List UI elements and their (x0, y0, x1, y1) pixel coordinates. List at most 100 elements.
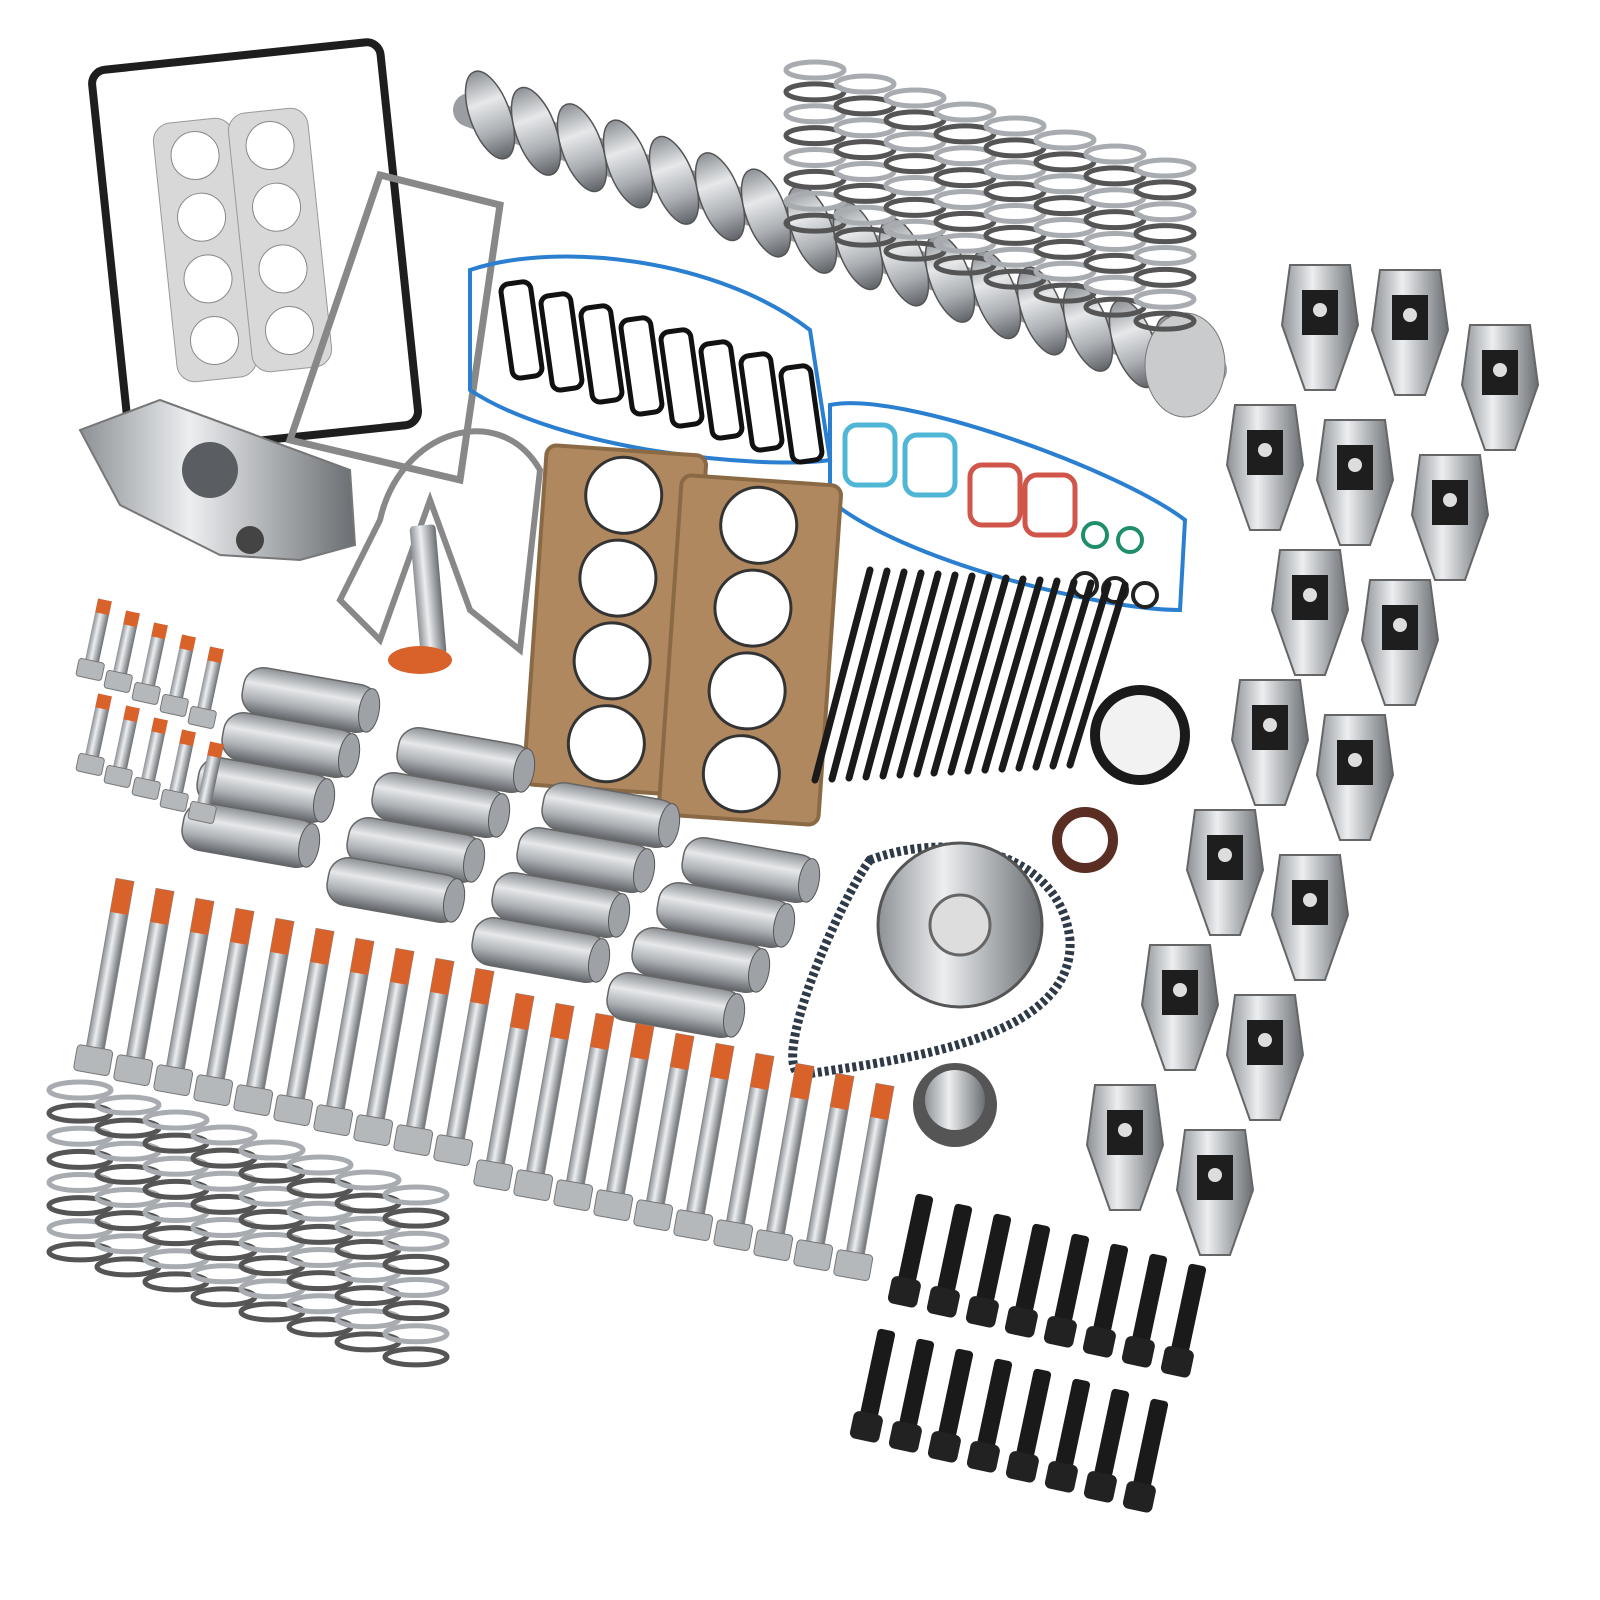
rocker-arm (1370, 269, 1450, 396)
rocker-bolt (1160, 1263, 1207, 1378)
intake-manifold-seal (498, 279, 545, 381)
head-bolt (753, 1062, 815, 1262)
lifter (181, 801, 321, 869)
rocker-bolts (849, 1193, 1207, 1513)
intake-manifold-seal (658, 327, 705, 429)
cam-lobe (602, 119, 654, 209)
lifter (221, 711, 361, 779)
small-bolts (75, 598, 224, 824)
rocker-arm (1230, 679, 1310, 806)
rocker-arm (1360, 579, 1440, 706)
head-bolt (233, 917, 295, 1117)
rocker-bolt (1004, 1223, 1051, 1338)
head-gasket (657, 473, 843, 827)
pushrods (811, 566, 1129, 784)
intake-manifold-seal (578, 303, 625, 405)
head-bolt (713, 1052, 775, 1252)
head-bolt (113, 887, 175, 1087)
lifter (681, 836, 821, 904)
port-seal (842, 422, 898, 488)
rocker-arm (1185, 809, 1265, 936)
cam-lobe (694, 152, 746, 242)
rocker-bolt (927, 1348, 974, 1463)
intake-manifold-seal (538, 291, 585, 393)
lifter (396, 726, 536, 794)
rocker-arm (1225, 404, 1305, 531)
small-bolt (159, 634, 196, 717)
rocker-arm (1270, 854, 1350, 981)
valve-spring (1133, 157, 1197, 332)
timing-cover-gasket (336, 428, 544, 656)
intake-manifold-seal (778, 363, 825, 465)
head-bolt (833, 1082, 895, 1282)
head-bolt (353, 947, 415, 1147)
pushrod (828, 567, 891, 783)
head-bolt (273, 927, 335, 1127)
rocker-bolt (1005, 1368, 1052, 1483)
pushrod (1032, 579, 1095, 771)
pushrod (879, 570, 942, 780)
head-bolt (313, 937, 375, 1137)
lifter (656, 881, 796, 949)
head-gasket (522, 443, 708, 797)
rocker-bolt (926, 1203, 973, 1318)
rocker-bolt (1082, 1243, 1129, 1358)
valve-spring (382, 1184, 450, 1368)
front-crank-seal (1052, 807, 1118, 873)
small-bolt (75, 693, 112, 776)
pushrod (896, 571, 959, 779)
lifter (606, 971, 746, 1039)
rocker-bolt (1122, 1398, 1169, 1513)
valve-spring (883, 87, 947, 262)
rocker-bolt (849, 1328, 896, 1443)
exhaust-gasket (152, 117, 258, 383)
head-bolt (193, 907, 255, 1107)
cam-lobe (556, 103, 608, 193)
small-bolt (103, 610, 140, 693)
rocker-bolt (966, 1358, 1013, 1473)
rocker-arm (1270, 549, 1350, 676)
cylinder-head-gaskets (522, 443, 843, 827)
port-seal (902, 432, 958, 498)
rocker-bolt (1043, 1233, 1090, 1348)
rocker-arm (1140, 944, 1220, 1071)
head-bolt (473, 992, 535, 1192)
valve-spring (94, 1094, 162, 1278)
cam-lobe (1016, 266, 1068, 356)
cam-lobe (740, 168, 792, 258)
crank-bolt-with-washer (388, 524, 452, 674)
head-bolt (153, 897, 215, 1097)
valve-springs-top-group (783, 59, 1197, 332)
pushrod (964, 575, 1027, 775)
port-seal (967, 462, 1023, 528)
rocker-arm (1085, 1084, 1165, 1211)
o-ring (1081, 521, 1109, 549)
intake-gasket-bag (468, 254, 833, 465)
pushrod (811, 566, 874, 784)
rear-main-seal (1090, 685, 1190, 785)
rocker-arms (1085, 264, 1540, 1256)
head-bolt (513, 1002, 575, 1202)
lifter (516, 826, 656, 894)
rocker-arm (1225, 994, 1305, 1121)
small-bolt (75, 598, 112, 681)
rocker-arm (1315, 714, 1395, 841)
rocker-arm (1460, 324, 1540, 451)
pushrod (930, 573, 993, 777)
cam-lobe (510, 86, 562, 176)
small-bolt (187, 646, 224, 729)
intake-manifold-seal (698, 339, 745, 441)
valve-cover-gasket (88, 38, 422, 457)
pushrod (862, 569, 925, 781)
pushrod (1066, 581, 1129, 769)
hydraulic-lifters (181, 666, 821, 1039)
head-bolt (393, 957, 455, 1157)
timing-chain-set (788, 841, 1075, 1147)
rocker-arm (1175, 1129, 1255, 1256)
rocker-bolt (1121, 1253, 1168, 1368)
cam-lobe (648, 135, 700, 225)
lifter (326, 856, 466, 924)
lifter (541, 781, 681, 849)
valve-spring (334, 1169, 402, 1353)
